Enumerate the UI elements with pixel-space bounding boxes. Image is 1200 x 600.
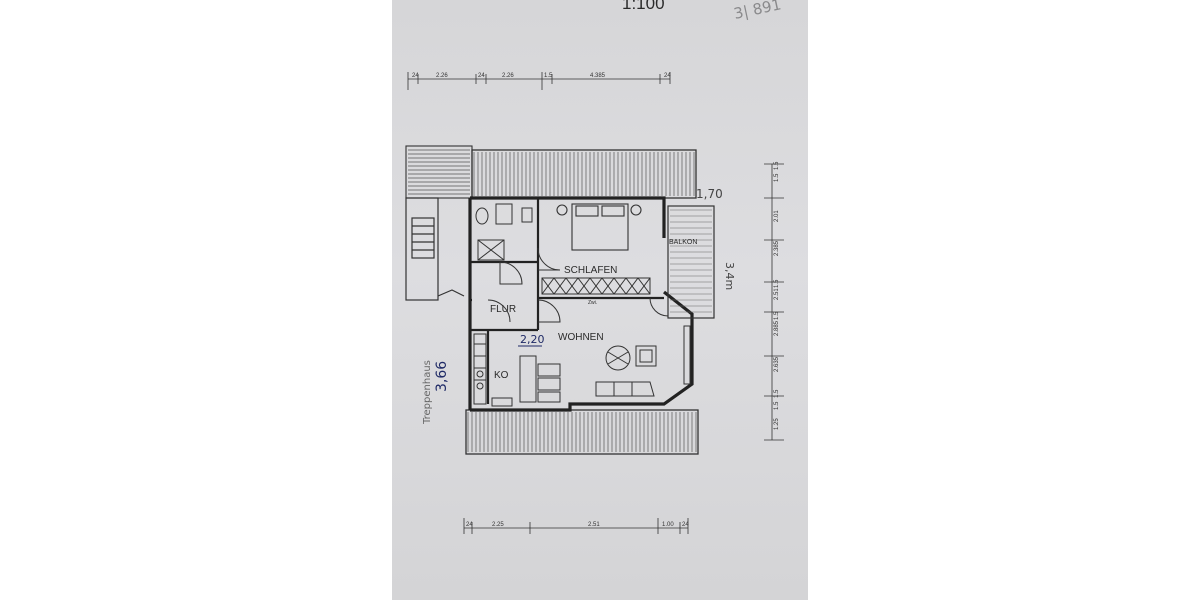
dim-right-6: 2.51 [774,288,780,300]
wardrobe [541,277,651,295]
bathroom-fixtures [475,203,533,261]
dim-right-4: 2.385 [774,240,780,256]
dim-right-2: 1.5 [774,173,780,182]
room-label-wohnen: WOHNEN [558,332,604,343]
plan-sheet: 1:100 3| 891 24 2.26 24 2.26 1.5 4.385 2… [392,0,808,600]
dim-bottom-4: 1.00 [662,522,674,528]
room-label-balkon: BALKON [669,239,697,246]
dim-right-1: 1.5 [774,161,780,170]
exterior-walls [468,196,694,412]
right-dimension-line [764,163,784,441]
roof-top [471,149,697,199]
dim-top-2: 2.26 [436,73,448,79]
dim-bottom-2: 2.25 [492,522,504,528]
dim-top-3: 24 [478,73,485,79]
handwritten-note: 3| 891 [732,0,783,23]
dim-right-8: 2.885 [774,320,780,336]
balcony [667,205,715,319]
dim-top-5: 1.5 [544,73,553,79]
handwritten-1-70: 1,70 [696,187,723,201]
treppenhaus-label: Treppenhaus [422,360,433,425]
kitchen-fixtures [473,333,561,407]
floor-plan: 1:100 3| 891 24 2.26 24 2.26 1.5 4.385 2… [405,0,784,534]
dim-bottom-1: 24 [466,522,473,528]
room-label-ko: KO [494,370,509,381]
dim-top-4: 2.26 [502,73,514,79]
dim-top-7: 24 [664,73,671,79]
dim-top-1: 24 [412,73,419,79]
dim-top-6: 4.385 [590,73,606,79]
dim-right-3: 2.01 [774,210,780,222]
handwritten-3-4m: 3,4m [723,262,736,290]
bed [556,203,642,251]
top-dimension-line [407,72,671,90]
dim-right-9: 2.635 [774,356,780,372]
dim-right-12: 1.25 [774,418,780,430]
dim-right-11: 1.5 [774,401,780,410]
room-label-flur: FLUR [490,304,516,315]
bottom-dimension-line [463,518,689,534]
scale-label: 1:100 [622,0,665,13]
dim-right-7: 1.5 [774,311,780,320]
dim-right-10: 1.5 [774,389,780,398]
dim-right-5: 1.5 [774,279,780,288]
stairwell [405,197,465,301]
closet-label: Zwi. [588,300,597,306]
roof-bottom [465,409,699,455]
handwritten-2-20: 2,20 [520,333,545,346]
living-furniture [595,325,691,397]
dim-bottom-3: 2.51 [588,522,600,528]
door-swings [487,247,669,323]
dim-bottom-5: 24 [682,522,689,528]
roof-left [405,145,473,199]
handwritten-3-66: 3,66 [434,361,450,392]
room-label-schlafen: SCHLAFEN [564,265,617,276]
